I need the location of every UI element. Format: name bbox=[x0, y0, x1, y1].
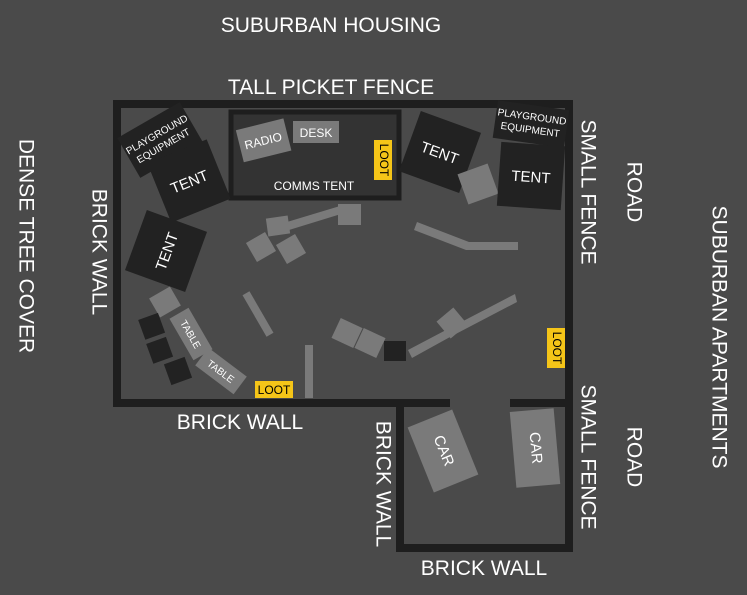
north-fence bbox=[113, 100, 573, 108]
dense-tree-cover-label: DENSE TREE COVER bbox=[14, 139, 37, 353]
loot-east bbox=[547, 328, 565, 368]
east-fence-lower-label: SMALL FENCE bbox=[576, 384, 599, 529]
east-fence-upper bbox=[565, 100, 573, 407]
west-wall-label: BRICK WALL bbox=[87, 189, 110, 315]
svg-text:CAR: CAR bbox=[526, 431, 546, 464]
loot-comms bbox=[374, 140, 392, 180]
comms-tent-label: COMMS TENT bbox=[274, 179, 355, 193]
crate-ne bbox=[457, 163, 499, 205]
comms-tent: RADIO DESK COMMS TENT LOOT bbox=[228, 109, 402, 201]
suburban-housing-label: SUBURBAN HOUSING bbox=[221, 14, 442, 37]
east-fence-lower bbox=[565, 399, 573, 552]
desk-label: DESK bbox=[300, 126, 333, 140]
desk bbox=[293, 121, 339, 143]
car-2: CAR bbox=[509, 408, 561, 488]
north-fence-label: TALL PICKET FENCE bbox=[228, 76, 434, 99]
south-wall-main bbox=[113, 399, 450, 407]
south-wall-east-stub bbox=[510, 399, 573, 407]
radio bbox=[235, 118, 292, 163]
road-upper-label: ROAD bbox=[622, 162, 645, 223]
loot-east-label: LOOT bbox=[550, 332, 564, 365]
lot-west-wall-label: BRICK WALL bbox=[371, 421, 394, 547]
lot-south-wall-label: BRICK WALL bbox=[421, 557, 547, 580]
tent-w: TENT bbox=[124, 209, 208, 293]
lot-south-wall bbox=[396, 544, 573, 552]
dark-objects bbox=[138, 312, 406, 386]
tent-n: TENT bbox=[398, 110, 482, 194]
south-wall-label: BRICK WALL bbox=[177, 411, 303, 434]
loot-south-label: LOOT bbox=[258, 383, 291, 397]
loot-comms-label: LOOT bbox=[377, 144, 391, 177]
east-fence-upper-label: SMALL FENCE bbox=[576, 119, 599, 264]
boundary-walls bbox=[113, 100, 573, 552]
lot-west-wall bbox=[396, 399, 404, 552]
svg-text:TENT: TENT bbox=[511, 168, 551, 188]
debris bbox=[149, 204, 518, 398]
tent-nw: TENT bbox=[147, 139, 231, 223]
playground-equipment-ne: PLAYGROUND EQUIPMENT bbox=[492, 100, 570, 148]
road-lower-label: ROAD bbox=[622, 427, 645, 488]
car-1: CAR bbox=[407, 409, 479, 493]
suburban-apartments-label: SUBURBAN APARTMENTS bbox=[707, 206, 730, 469]
tent-ne: TENT bbox=[496, 141, 566, 211]
west-wall bbox=[113, 100, 121, 407]
loot-south bbox=[255, 381, 293, 398]
